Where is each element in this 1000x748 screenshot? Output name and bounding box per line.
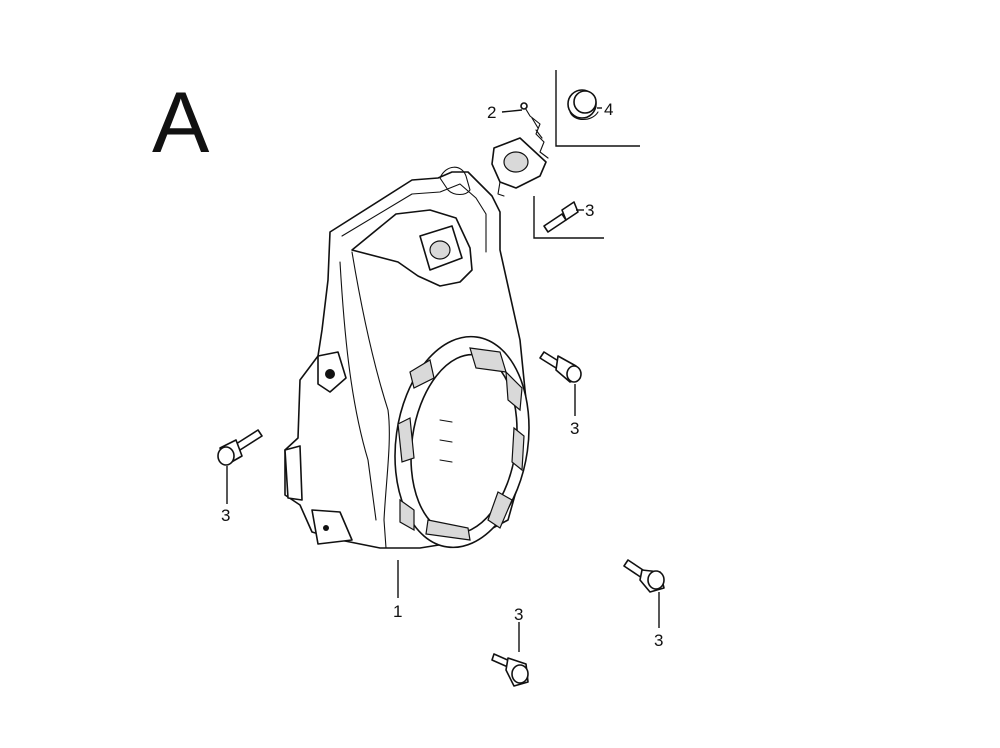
- callout-bolt-top-bracket: 3: [585, 201, 594, 220]
- callout-bolt-bottom-center: 3: [514, 605, 523, 624]
- leader-spring-wire: [501, 109, 523, 113]
- bolt-bottom-center: [491, 653, 529, 687]
- bolt-group-frame: [533, 196, 604, 239]
- callout-bolt-bottom-right: 3: [654, 631, 663, 650]
- bolt-right-upper: [539, 351, 582, 383]
- bolt-top-bracket: [543, 201, 579, 233]
- callout-housing: 1: [393, 602, 402, 621]
- bolt-bottom-right: [623, 559, 665, 593]
- bolt-left: [217, 429, 263, 466]
- callout-grommet: 4: [604, 100, 613, 119]
- fan-housing: [284, 166, 530, 549]
- callout-bolt-right-upper: 3: [570, 419, 579, 438]
- callout-spring-wire: 2: [487, 103, 496, 122]
- grommet-group-frame: [555, 70, 640, 147]
- spring-wire: [520, 102, 549, 159]
- callout-bolt-left: 3: [221, 506, 230, 525]
- bracket: [491, 137, 547, 197]
- section-letter: A: [152, 75, 210, 171]
- grommet: [567, 89, 599, 121]
